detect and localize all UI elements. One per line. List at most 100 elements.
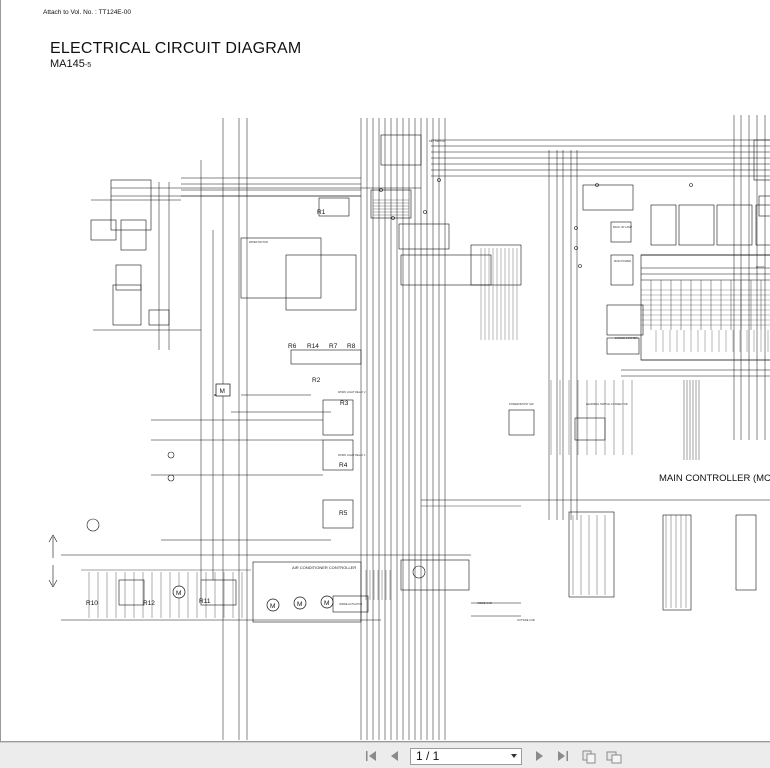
wire-segment xyxy=(48,579,54,588)
relay-r7-label: R7 xyxy=(329,343,338,350)
component-box xyxy=(400,254,492,286)
pdf-viewer-toolbar: 1 / 1 xyxy=(0,742,770,768)
component-circle xyxy=(379,188,383,192)
diagram-title: ELECTRICAL CIRCUIT DIAGRAM xyxy=(50,40,302,57)
page-indicator: 1 / 1 xyxy=(416,749,440,763)
main-power-label: MAIN POWER xyxy=(614,259,631,263)
component-box xyxy=(112,284,142,326)
relay-r6-label: R6 xyxy=(288,343,297,350)
motor-symbol: M xyxy=(215,383,231,397)
key-switch-label: KEY SWITCH xyxy=(429,139,445,143)
relay-r4-label: R4 xyxy=(339,462,348,469)
component-box xyxy=(240,237,322,299)
component-circle xyxy=(595,183,599,187)
component-box xyxy=(610,221,632,243)
relay-r2-label: R2 xyxy=(312,377,321,384)
component-box xyxy=(118,579,145,606)
component-box xyxy=(318,197,350,217)
motor-symbol: M xyxy=(293,596,307,610)
component-box xyxy=(568,511,615,598)
wire-group xyxy=(48,115,770,740)
monitor-label: MONIT xyxy=(756,265,765,269)
svg-text:M: M xyxy=(297,601,302,608)
work-light-relay1-label: WORK LIGHT RELAY 1 xyxy=(338,453,366,457)
component-circle xyxy=(574,226,578,230)
component-box xyxy=(400,559,470,591)
component-box xyxy=(110,179,152,231)
component-box xyxy=(716,204,753,246)
main-controller-label: MAIN CONTROLLER (MC) xyxy=(659,473,770,484)
component-circle xyxy=(437,178,441,182)
chevron-down-icon xyxy=(511,754,517,758)
motor-symbol: M xyxy=(172,585,186,599)
component-box xyxy=(370,189,412,219)
next-page-icon[interactable] xyxy=(531,748,547,764)
relay-r14-label: R14 xyxy=(307,343,319,350)
component-circle xyxy=(214,394,216,396)
component-box xyxy=(252,561,362,623)
engine-starter-label: ENGINE STARTER xyxy=(615,336,638,340)
relay-r12-label: R12 xyxy=(143,600,155,607)
component-box xyxy=(470,244,522,286)
component-box xyxy=(735,514,757,591)
component-box xyxy=(606,337,640,355)
component-box xyxy=(753,139,770,181)
power-boost-label: POWER BOOST SW. xyxy=(509,402,534,406)
backup-lamp-label: BACK UP LAMP xyxy=(613,225,632,229)
work-light-relay2-label: WORK LIGHT RELAY 2 xyxy=(338,390,366,394)
aircon-controller-label: AIR CONDITIONER CONTROLLER xyxy=(292,565,356,570)
component-box xyxy=(678,204,715,246)
relay-r11-label: R11 xyxy=(199,598,211,605)
component-box xyxy=(148,309,170,326)
component-box xyxy=(120,219,147,251)
component-box xyxy=(90,219,117,241)
wire-segment xyxy=(52,579,58,588)
component-box xyxy=(200,579,237,606)
component-circle xyxy=(412,565,426,579)
component-box xyxy=(582,184,634,211)
learning-switch-label: LEARNING SWITCH CONNECTOR xyxy=(586,402,628,406)
wiper-motor-label: WIPER MOTOR xyxy=(249,240,268,244)
last-page-icon[interactable] xyxy=(554,748,570,764)
circuit-schematic: MAIN CONTROLLER (MC) R1 R2 R3 R4 R5 R6 R… xyxy=(48,115,770,740)
label-group: MAIN CONTROLLER (MC) R1 R2 R3 R4 R5 R6 R… xyxy=(86,139,770,622)
outside-cab-label: OUTSIDE CAB xyxy=(517,618,535,622)
component-box xyxy=(640,254,770,361)
component-group xyxy=(86,134,770,623)
svg-text:M: M xyxy=(270,603,275,610)
component-circle xyxy=(574,246,578,250)
previous-page-icon[interactable] xyxy=(387,748,403,764)
model-number: MA145-5 xyxy=(50,58,91,70)
svg-text:M: M xyxy=(176,590,181,597)
relay-r8-label: R8 xyxy=(347,343,356,350)
component-box xyxy=(508,409,535,436)
model-suffix: -5 xyxy=(84,62,92,69)
model-name: MA145 xyxy=(50,58,85,70)
relay-r3-label: R3 xyxy=(340,400,349,407)
component-circle xyxy=(423,210,427,214)
component-box xyxy=(285,254,357,311)
component-circle xyxy=(167,451,175,459)
fit-width-icon[interactable] xyxy=(606,748,622,764)
component-box xyxy=(662,514,692,611)
fit-page-icon[interactable] xyxy=(581,748,597,764)
component-box xyxy=(755,204,770,246)
component-box xyxy=(322,439,354,471)
component-box xyxy=(758,195,770,217)
component-box xyxy=(610,254,634,286)
component-circle xyxy=(391,216,395,220)
motor-symbol: M xyxy=(320,595,334,609)
motor-group: M M M M M xyxy=(172,383,334,612)
inside-cab-label: INSIDE CAB xyxy=(477,601,492,605)
component-box xyxy=(606,304,644,336)
first-page-icon[interactable] xyxy=(364,748,380,764)
component-box xyxy=(380,134,422,166)
component-box xyxy=(650,204,677,246)
motor-symbol: M xyxy=(266,598,280,612)
component-box xyxy=(290,349,362,365)
page-number-select[interactable]: 1 / 1 xyxy=(410,748,522,765)
component-box xyxy=(574,417,606,441)
component-box xyxy=(322,399,354,436)
relay-r10-label: R10 xyxy=(86,600,98,607)
component-box xyxy=(398,223,450,250)
